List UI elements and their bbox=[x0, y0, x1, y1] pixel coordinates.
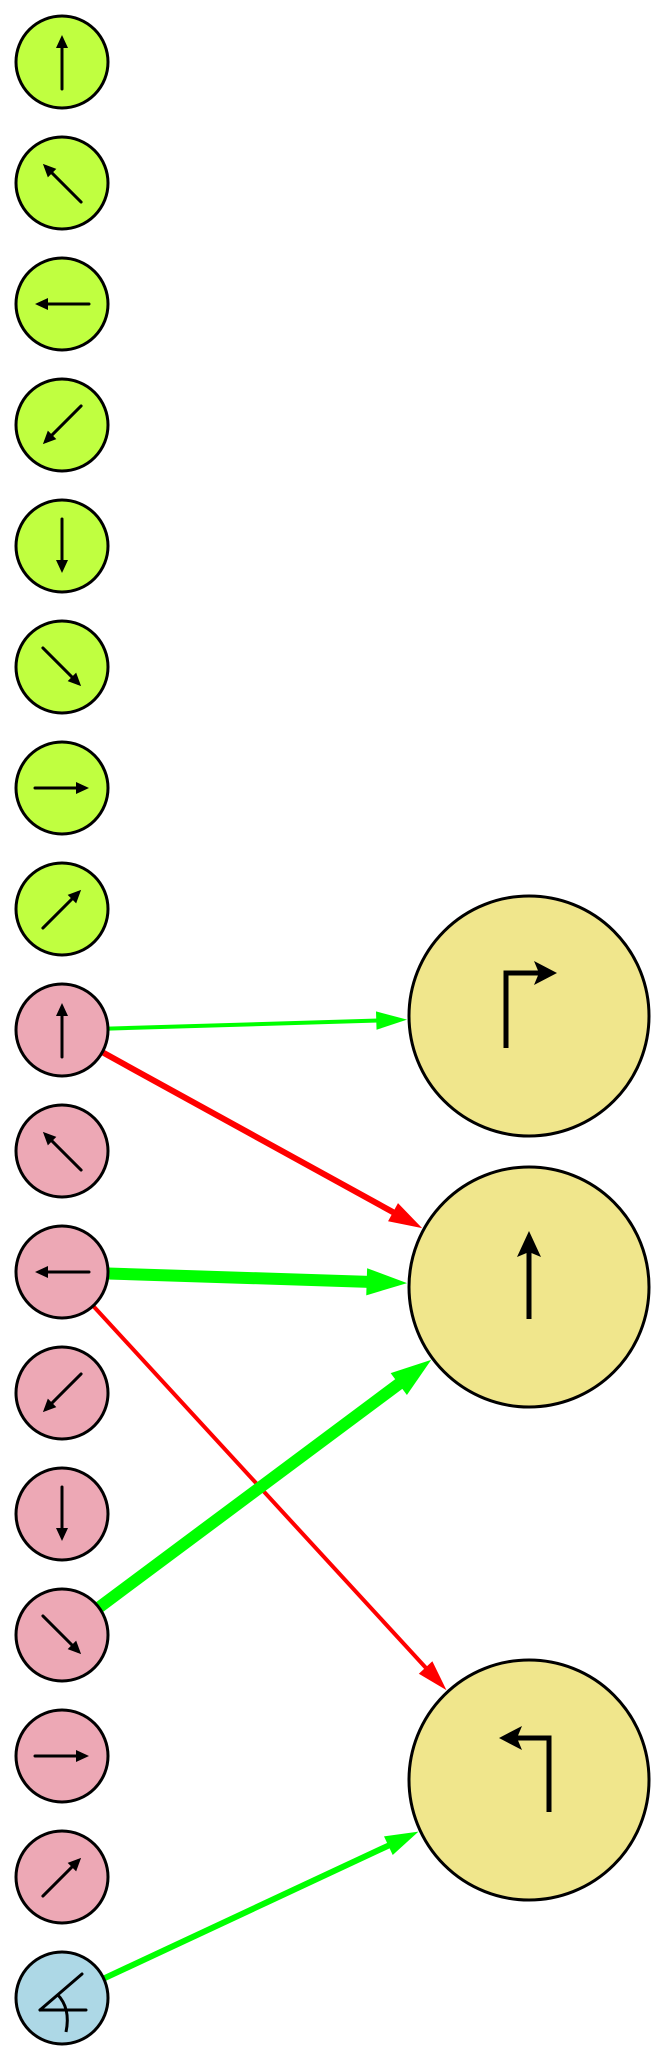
input-node-green bbox=[14, 740, 110, 836]
input-node-green bbox=[14, 377, 110, 473]
arrow-up-right-icon bbox=[41, 889, 82, 930]
output-nodes bbox=[407, 894, 651, 1902]
edge-arrowhead bbox=[390, 1359, 432, 1395]
arrow-down-icon bbox=[56, 1485, 68, 1541]
arrow-down-left-icon bbox=[42, 1372, 83, 1413]
arrow-down-icon bbox=[56, 517, 68, 573]
arrow-left-icon bbox=[35, 1266, 91, 1278]
arrow-up-left-icon bbox=[42, 1131, 83, 1172]
edge-excitatory bbox=[102, 1831, 419, 1982]
input-node-green bbox=[14, 14, 110, 110]
input-node-green bbox=[14, 498, 110, 594]
edge-excitatory bbox=[107, 1267, 408, 1296]
input-node-pink bbox=[14, 1224, 110, 1320]
arrow-right-icon bbox=[33, 1750, 89, 1762]
input-node-blue bbox=[14, 1950, 110, 2046]
input-node-pink bbox=[14, 1103, 110, 1199]
edge-arrowhead bbox=[384, 1831, 419, 1855]
turn-left-icon bbox=[499, 1726, 552, 1812]
input-node-pink bbox=[14, 1345, 110, 1441]
arrow-down-left-icon bbox=[42, 404, 83, 445]
edge-excitatory bbox=[107, 1011, 408, 1031]
angle-icon bbox=[38, 1972, 88, 2033]
output-node bbox=[407, 1165, 651, 1409]
arrow-down-right-icon bbox=[41, 646, 82, 687]
input-node-pink bbox=[14, 1587, 110, 1683]
arrow-up-icon bbox=[56, 35, 68, 91]
output-node bbox=[407, 894, 651, 1138]
input-node-pink bbox=[14, 1708, 110, 1804]
edges-layer bbox=[91, 1011, 447, 1982]
input-node-pink bbox=[14, 1466, 110, 1562]
input-nodes bbox=[14, 14, 110, 2046]
input-node-green bbox=[14, 135, 110, 231]
straight-up-icon bbox=[517, 1231, 541, 1319]
edge-inhibitory bbox=[100, 1049, 423, 1229]
input-node-green bbox=[14, 861, 110, 957]
input-node-pink bbox=[14, 1829, 110, 1925]
arrow-up-left-icon bbox=[42, 163, 83, 204]
turn-right-icon bbox=[503, 961, 557, 1048]
output-node bbox=[407, 1658, 651, 1902]
arrow-up-icon bbox=[56, 1003, 68, 1059]
arrow-down-right-icon bbox=[41, 1614, 82, 1655]
edge-arrowhead bbox=[366, 1268, 408, 1296]
input-node-green bbox=[14, 256, 110, 352]
edge-arrowhead bbox=[418, 1661, 447, 1691]
input-node-pink bbox=[14, 982, 110, 1078]
arrow-left-icon bbox=[35, 298, 91, 310]
arrow-up-right-icon bbox=[41, 1857, 82, 1898]
edge-arrowhead bbox=[388, 1203, 423, 1229]
edge-excitatory bbox=[95, 1359, 432, 1613]
edge-inhibitory bbox=[91, 1304, 447, 1691]
input-node-green bbox=[14, 619, 110, 715]
arrow-right-icon bbox=[33, 782, 89, 794]
edge-arrowhead bbox=[375, 1011, 408, 1030]
